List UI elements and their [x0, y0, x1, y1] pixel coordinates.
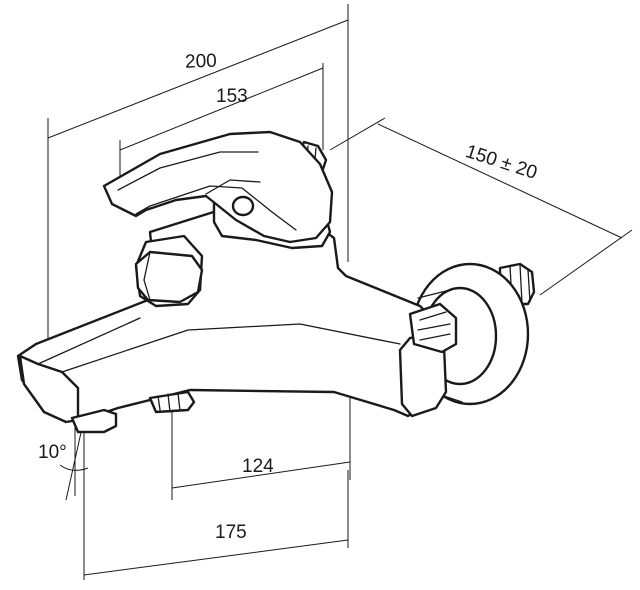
dimension-150-20-label: 150 ± 20: [463, 141, 540, 184]
dimension-lines: [47, 4, 633, 580]
aerator: [70, 408, 118, 434]
bottom-outlet: [148, 390, 196, 414]
dimension-153-label: 153: [216, 86, 248, 107]
dimension-10-degree-label: 10°: [38, 442, 67, 463]
faucet-body: [16, 208, 442, 422]
lever-pivot-button: [231, 195, 255, 217]
faucet-illustration: [16, 130, 536, 434]
dimension-200-label: 200: [185, 51, 217, 73]
dimension-124-label: 124: [242, 456, 274, 477]
diverter-knob: [134, 234, 204, 308]
connector-nut: [408, 302, 458, 354]
dimension-175-label: 175: [215, 522, 247, 543]
